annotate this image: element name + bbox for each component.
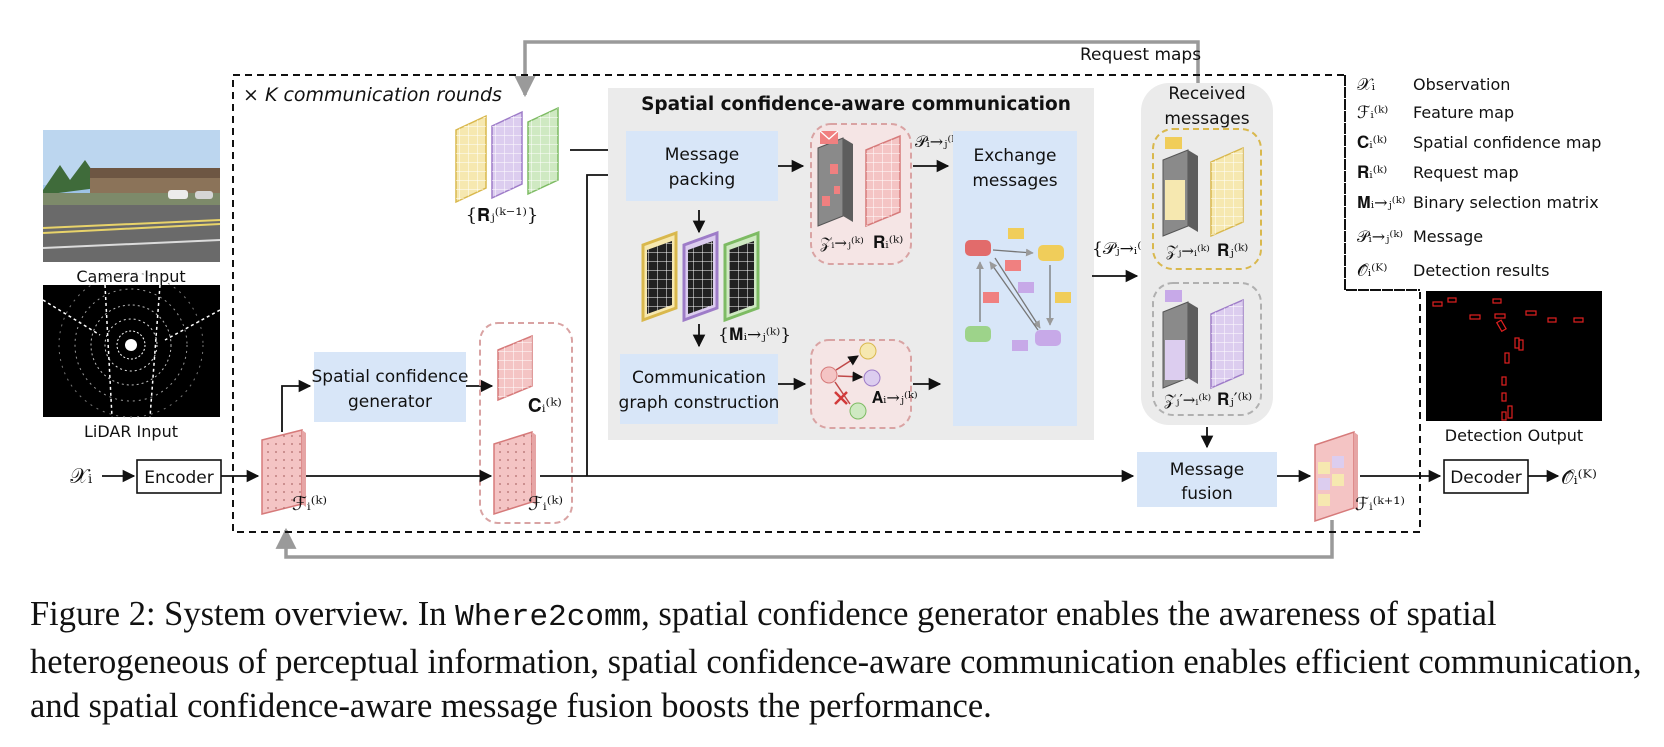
- received-messages-title: messages: [1164, 109, 1249, 129]
- legend-text: Request map: [1413, 163, 1519, 182]
- legend-symbol: 𝐑ᵢ⁽ᵏ⁾: [1357, 163, 1387, 183]
- caption-code: Where2comm: [455, 600, 642, 635]
- received-message-jp-group: [1152, 282, 1262, 416]
- legend-text: Spatial confidence map: [1413, 133, 1601, 152]
- decoder-label: Decoder: [1450, 468, 1522, 488]
- request-map-label: 𝐑ᵢ⁽ᵏ⁾: [873, 233, 903, 253]
- exchange-messages-label: Exchange: [973, 146, 1056, 166]
- legend-text: Observation: [1413, 75, 1510, 94]
- feature-map-label: ℱᵢ⁽ᵏ⁾: [292, 493, 327, 515]
- lidar-input-image: [42, 272, 221, 418]
- system-overview-diagram: Request maps × K communication rounds 𝒳ᵢ…: [42, 40, 1602, 559]
- received-message-jp-icon: [1162, 290, 1244, 390]
- confidence-feature-group: [479, 322, 573, 524]
- request-map-icon: [865, 134, 901, 228]
- feature-feedback-loop: [275, 520, 1334, 559]
- received-message-j-group: [1152, 128, 1262, 270]
- message-packing-box: [626, 131, 778, 201]
- detection-label: Detection Output: [1445, 426, 1583, 445]
- exchange-messages-box: [953, 131, 1077, 426]
- request-maps-stack-icon: [455, 106, 559, 204]
- detection-output-image: [1426, 291, 1602, 421]
- caption-prefix: Figure 2: System overview. In: [30, 595, 456, 633]
- comm-graph-label: 𝐀ᵢ→ⱼ⁽ᵏ⁾: [872, 388, 918, 407]
- sparse-feature-icon: [817, 137, 853, 227]
- received-request-jp-label: 𝐑ⱼ′⁽ᵏ⁾: [1217, 390, 1252, 410]
- fused-feature-map-label: ℱᵢ⁽ᵏ⁺¹⁾: [1355, 494, 1405, 515]
- legend-symbol: ℱᵢ⁽ᵏ⁾: [1357, 103, 1388, 123]
- legend-border: [1344, 75, 1420, 291]
- rounds-label: × K communication rounds: [243, 84, 502, 106]
- legend-symbol: 𝒪̂ᵢ⁽ᴷ⁾: [1357, 261, 1387, 281]
- legend-text: Message: [1413, 227, 1483, 246]
- communication-panel-title: Spatial confidence-aware communication: [641, 94, 1071, 115]
- fused-feature-map-icon: [1314, 430, 1358, 523]
- observation-symbol: 𝒳ᵢ: [70, 464, 92, 488]
- received-messages-title: Received: [1168, 84, 1245, 104]
- camera-input-image: [42, 130, 221, 262]
- vehicle-exchange-icon: [965, 228, 1071, 351]
- feature-map-icon: [261, 429, 306, 515]
- request-maps-loop: [514, 40, 1200, 98]
- request-maps-set-label: {𝐑ⱼ⁽ᵏ⁻¹⁾}: [466, 205, 539, 226]
- lidar-label: LiDAR Input: [84, 422, 178, 441]
- confidence-map-label: 𝐂ᵢ⁽ᵏ⁾: [528, 395, 562, 417]
- feature-map-copy-label: ℱᵢ⁽ᵏ⁾: [528, 493, 563, 515]
- received-sparse-jp-label: 𝒵ⱼ′→ᵢ⁽ᵏ⁾: [1164, 391, 1211, 409]
- figure-caption: Figure 2: System overview. In Where2comm…: [30, 592, 1650, 728]
- legend-symbol: 𝐌ᵢ→ⱼ⁽ᵏ⁾: [1357, 193, 1406, 212]
- legend-symbol: 𝐂ᵢ⁽ᵏ⁾: [1357, 133, 1387, 153]
- message-fusion-label: Message: [1170, 460, 1245, 480]
- detection-result-symbol: 𝒪̂ᵢ⁽ᴷ⁾: [1561, 465, 1597, 489]
- sparse-feature-label: 𝒵ᵢ→ⱼ⁽ᵏ⁾: [820, 234, 864, 252]
- legend-text: Feature map: [1413, 103, 1514, 122]
- comm-graph-group: [810, 339, 912, 429]
- envelope-icon: [819, 130, 839, 144]
- encoder-label: Encoder: [144, 468, 214, 488]
- received-message-j-icon: [1162, 137, 1244, 238]
- spatial-confidence-generator-label: Spatial confidence: [312, 367, 469, 387]
- decoder-box: [1443, 459, 1529, 494]
- message-fusion-label: fusion: [1181, 484, 1233, 504]
- communication-graph-label: Communication: [632, 368, 766, 388]
- spatial-confidence-generator-label: generator: [348, 392, 432, 412]
- message-label: 𝒫ᵢ→ⱼ⁽ᵏ⁾: [915, 132, 961, 151]
- legend-text: Binary selection matrix: [1413, 193, 1599, 212]
- legend-symbol: 𝒫ᵢ→ⱼ⁽ᵏ⁾: [1357, 227, 1403, 246]
- legend: 𝒳ᵢ Observation ℱᵢ⁽ᵏ⁾ Feature map 𝐂ᵢ⁽ᵏ⁾ S…: [1357, 75, 1601, 281]
- binary-selection-matrix-icon: [641, 230, 760, 323]
- legend-text: Detection results: [1413, 261, 1549, 280]
- exchange-messages-label: messages: [972, 171, 1057, 191]
- received-sparse-j-label: 𝒵ⱼ→ᵢ⁽ᵏ⁾: [1166, 242, 1210, 260]
- communication-graph-box: [620, 354, 778, 424]
- message-packing-label: Message: [665, 145, 740, 165]
- received-request-j-label: 𝐑ⱼ⁽ᵏ⁾: [1217, 241, 1248, 261]
- request-maps-label: Request maps: [1080, 45, 1201, 65]
- feature-map-copy-icon: [493, 430, 536, 516]
- communication-graph-label: graph construction: [619, 393, 780, 413]
- spatial-confidence-generator-box: [314, 352, 466, 422]
- message-fusion-box: [1137, 452, 1277, 507]
- confidence-map-icon: [497, 334, 533, 402]
- caption-rest: , spatial confidence generator enables t…: [30, 595, 1642, 725]
- legend-symbol: 𝒳ᵢ: [1357, 75, 1376, 95]
- communication-graph-icon: [820, 342, 881, 420]
- binary-selection-set-label: {𝐌ᵢ→ⱼ⁽ᵏ⁾}: [718, 325, 791, 345]
- message-packing-label: packing: [669, 170, 736, 190]
- camera-label: Camera Input: [76, 267, 185, 286]
